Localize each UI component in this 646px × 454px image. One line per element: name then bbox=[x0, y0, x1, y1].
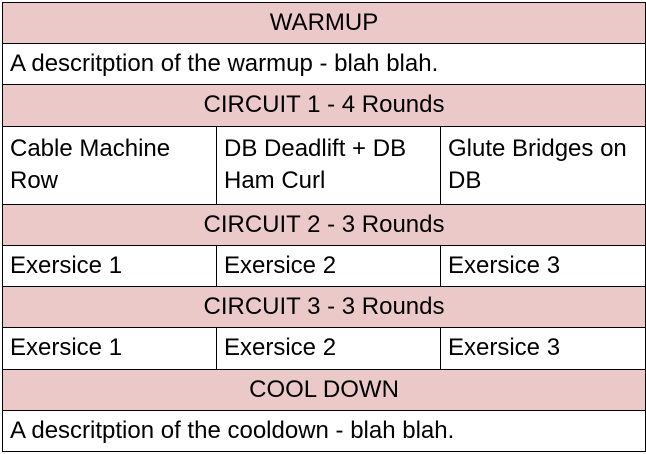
circuit-1-header-row: CIRCUIT 1 - 4 Rounds bbox=[1, 84, 646, 127]
circuit-2-exercise-3-cell[interactable]: Exersice 3 bbox=[439, 245, 646, 288]
circuit-3-exercise-1-cell[interactable]: Exersice 1 bbox=[2, 327, 217, 370]
warmup-header-cell[interactable]: WARMUP bbox=[1, 1, 646, 45]
circuit-2-exercise-row: Exersice 1 Exersice 2 Exersice 3 bbox=[2, 245, 646, 288]
warmup-header-row: WARMUP bbox=[1, 1, 646, 45]
circuit-1-header-cell[interactable]: CIRCUIT 1 - 4 Rounds bbox=[1, 84, 646, 127]
circuit-3-header-cell[interactable]: CIRCUIT 3 - 3 Rounds bbox=[1, 286, 646, 329]
circuit-3-exercise-row: Exersice 1 Exersice 2 Exersice 3 bbox=[2, 327, 646, 370]
circuit-1-exercise-row: Cable Machine Row DB Deadlift + DB Ham C… bbox=[2, 125, 646, 205]
circuit-1-exercise-2-cell[interactable]: DB Deadlift + DB Ham Curl bbox=[216, 125, 441, 205]
circuit-1-exercise-3-cell[interactable]: Glute Bridges on DB bbox=[439, 125, 646, 205]
circuit-2-header-row: CIRCUIT 2 - 3 Rounds bbox=[1, 203, 646, 247]
warmup-description-row: A descritption of the warmup - blah blah… bbox=[1, 43, 646, 86]
circuit-3-header-row: CIRCUIT 3 - 3 Rounds bbox=[1, 286, 646, 329]
cooldown-description-row: A descritption of the cooldown - blah bl… bbox=[1, 409, 646, 453]
circuit-3-exercise-2-cell[interactable]: Exersice 2 bbox=[216, 327, 441, 370]
circuit-2-header-cell[interactable]: CIRCUIT 2 - 3 Rounds bbox=[1, 203, 646, 247]
circuit-2-exercise-2-cell[interactable]: Exersice 2 bbox=[216, 245, 441, 288]
circuit-3-exercise-3-cell[interactable]: Exersice 3 bbox=[439, 327, 646, 370]
warmup-description-cell[interactable]: A descritption of the warmup - blah blah… bbox=[1, 43, 646, 86]
circuit-1-exercise-1-cell[interactable]: Cable Machine Row bbox=[2, 125, 217, 205]
cooldown-header-row: COOL DOWN bbox=[1, 368, 646, 411]
cooldown-header-cell[interactable]: COOL DOWN bbox=[1, 368, 646, 411]
circuit-2-exercise-1-cell[interactable]: Exersice 1 bbox=[2, 245, 217, 288]
cooldown-description-cell[interactable]: A descritption of the cooldown - blah bl… bbox=[1, 409, 646, 453]
